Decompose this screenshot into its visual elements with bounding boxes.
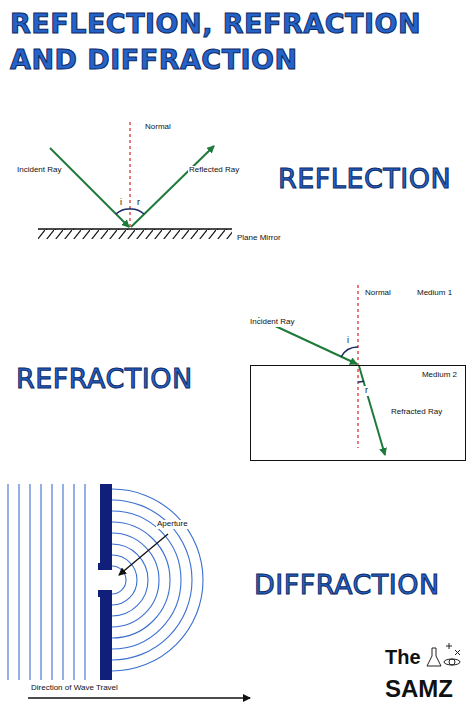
- plane-wavefront: [84, 484, 85, 680]
- diffraction-figure: [8, 484, 250, 698]
- angle-label: i: [346, 336, 350, 346]
- plane-wavefront: [29, 484, 30, 680]
- circular-wavefront: [112, 489, 203, 671]
- logo-icon: [427, 643, 460, 666]
- circular-wavefront: [112, 511, 181, 649]
- plane-wavefront: [51, 484, 52, 680]
- angle-label: r: [364, 386, 369, 396]
- mirror-label: Plane Mirror: [236, 234, 282, 243]
- plane-wavefront: [18, 484, 19, 680]
- plane-wavefront: [7, 484, 8, 680]
- logo-text: The: [384, 646, 422, 668]
- aperture-label: Aperture: [156, 520, 189, 529]
- ray-label: Reflected Ray: [188, 166, 240, 175]
- plane-wavefront: [40, 484, 41, 680]
- normal-label: Normal: [144, 123, 172, 132]
- medium-label: Medium 2: [422, 371, 457, 380]
- plane-wavefront: [73, 484, 74, 680]
- circular-wavefront: [112, 522, 170, 638]
- plane-wavefront: [62, 484, 63, 680]
- medium-label: Medium 1: [416, 289, 453, 298]
- logo-text: SAMZ: [384, 676, 454, 702]
- ray-label: Refracted Ray: [390, 408, 443, 417]
- section-heading: REFLECTION: [278, 164, 451, 194]
- normal-label: Normal: [364, 289, 392, 298]
- section-heading: REFRACTION: [16, 364, 193, 394]
- angle-label: r: [136, 198, 141, 208]
- angle-label: i: [119, 198, 123, 208]
- reflection-figure: [38, 122, 232, 239]
- ray-label: Incident Ray: [249, 318, 295, 327]
- title: REFLECTION, REFRACTION AND DIFFRACTION: [10, 6, 470, 79]
- refraction-figure: [258, 285, 385, 455]
- direction-label: Direction of Wave Travel: [30, 684, 119, 693]
- section-heading: DIFFRACTION: [254, 570, 440, 600]
- circular-wavefront: [112, 500, 192, 660]
- ray-label: Incident Ray: [16, 166, 62, 175]
